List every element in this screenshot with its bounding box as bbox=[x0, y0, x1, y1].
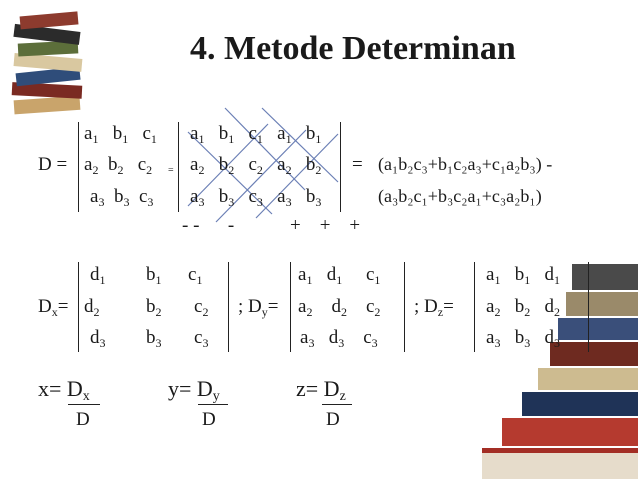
cell-b3: b3 bbox=[113, 186, 130, 209]
dx-row2: d2 bbox=[84, 296, 100, 319]
dx-label: Dx= bbox=[38, 296, 69, 319]
dx-row1-b: b1 bbox=[146, 264, 162, 287]
dz-right-bar bbox=[588, 262, 589, 352]
d-equals: = bbox=[352, 154, 363, 175]
dx-row3: d3 bbox=[90, 327, 106, 350]
result-x-denominator: D bbox=[76, 409, 90, 430]
dy-row1: a1 d1 c1 bbox=[298, 264, 381, 287]
cell-c3: c3 bbox=[138, 186, 154, 209]
cell-a1: a1 bbox=[84, 123, 99, 146]
dz-left-bar bbox=[474, 262, 475, 352]
cell-a2: a2 bbox=[84, 154, 99, 177]
dx-row3-b: b3 bbox=[146, 327, 162, 350]
cell-b1: b1 bbox=[112, 123, 129, 146]
result-z-denominator: D bbox=[326, 409, 340, 430]
plus-signs: + + + bbox=[290, 215, 361, 236]
dy-left-bar bbox=[290, 262, 291, 352]
result-y: y= Dy bbox=[168, 376, 220, 404]
result-x-fraction-bar bbox=[68, 404, 100, 405]
books-bottom-right-image bbox=[482, 264, 638, 479]
result-z: z= Dz bbox=[296, 376, 346, 404]
result-y-denominator: D bbox=[202, 409, 216, 430]
dz-row3: a3 b3 d3 bbox=[486, 327, 560, 350]
d-row3-left: a3 b3 c3 bbox=[90, 186, 154, 209]
d-small-equals: = bbox=[168, 165, 174, 176]
dy-row3: a3 d3 c3 bbox=[300, 327, 378, 350]
dx-row1-c: c1 bbox=[188, 264, 203, 287]
d-expr-negative: (a₃b₂c₁+b₃c₂a₁+c₃a₂b₁) bbox=[378, 186, 542, 206]
page-title: 4. Metode Determinan bbox=[190, 30, 516, 67]
dz-row2: a2 b2 d2 bbox=[486, 296, 560, 319]
dy-right-bar bbox=[404, 262, 405, 352]
d-row2-right: a2 b2 c2 a2 b2 bbox=[190, 154, 322, 177]
cell-c1: c1 bbox=[142, 123, 157, 146]
dy-label: ; Dy= bbox=[238, 296, 279, 319]
dx-right-bar bbox=[228, 262, 229, 352]
dy-row2: a2 d2 c2 bbox=[298, 296, 381, 319]
d-expr-positive: (a₁b₂c₃+b₁c₂a₃+c₁a₂b₃) - bbox=[378, 154, 553, 174]
dx-row2-b: b2 bbox=[146, 296, 162, 319]
books-top-left-image bbox=[11, 11, 83, 115]
dx-row2-c: c2 bbox=[194, 296, 209, 319]
d-row2-left: a2 b2 c2 bbox=[84, 154, 153, 177]
result-y-fraction-bar bbox=[198, 404, 228, 405]
result-x: x= Dx bbox=[38, 376, 90, 404]
d-label: D = bbox=[38, 154, 68, 175]
dx-row1: d1 bbox=[90, 264, 106, 287]
dx-left-bar bbox=[78, 262, 79, 352]
dz-row1: a1 b1 d1 bbox=[486, 264, 560, 287]
minus-signs: - - - bbox=[182, 215, 235, 236]
dx-row3-c: c3 bbox=[194, 327, 209, 350]
cell-c2: c2 bbox=[137, 154, 153, 177]
cell-a3: a3 bbox=[90, 186, 105, 209]
det-left-bar bbox=[78, 122, 79, 212]
cell-b2: b2 bbox=[107, 154, 124, 177]
d-row1-left: a1 b1 c1 bbox=[84, 123, 157, 146]
det-mid-bar bbox=[178, 122, 179, 212]
result-z-fraction-bar bbox=[322, 404, 352, 405]
d-row1-right: a1 b1 c1 a1 b1 bbox=[190, 123, 322, 146]
dz-label: ; Dz= bbox=[414, 296, 454, 319]
d-row3-right: a3 b3 c3 a3 b3 bbox=[190, 186, 322, 209]
det-right-bar bbox=[340, 122, 341, 212]
